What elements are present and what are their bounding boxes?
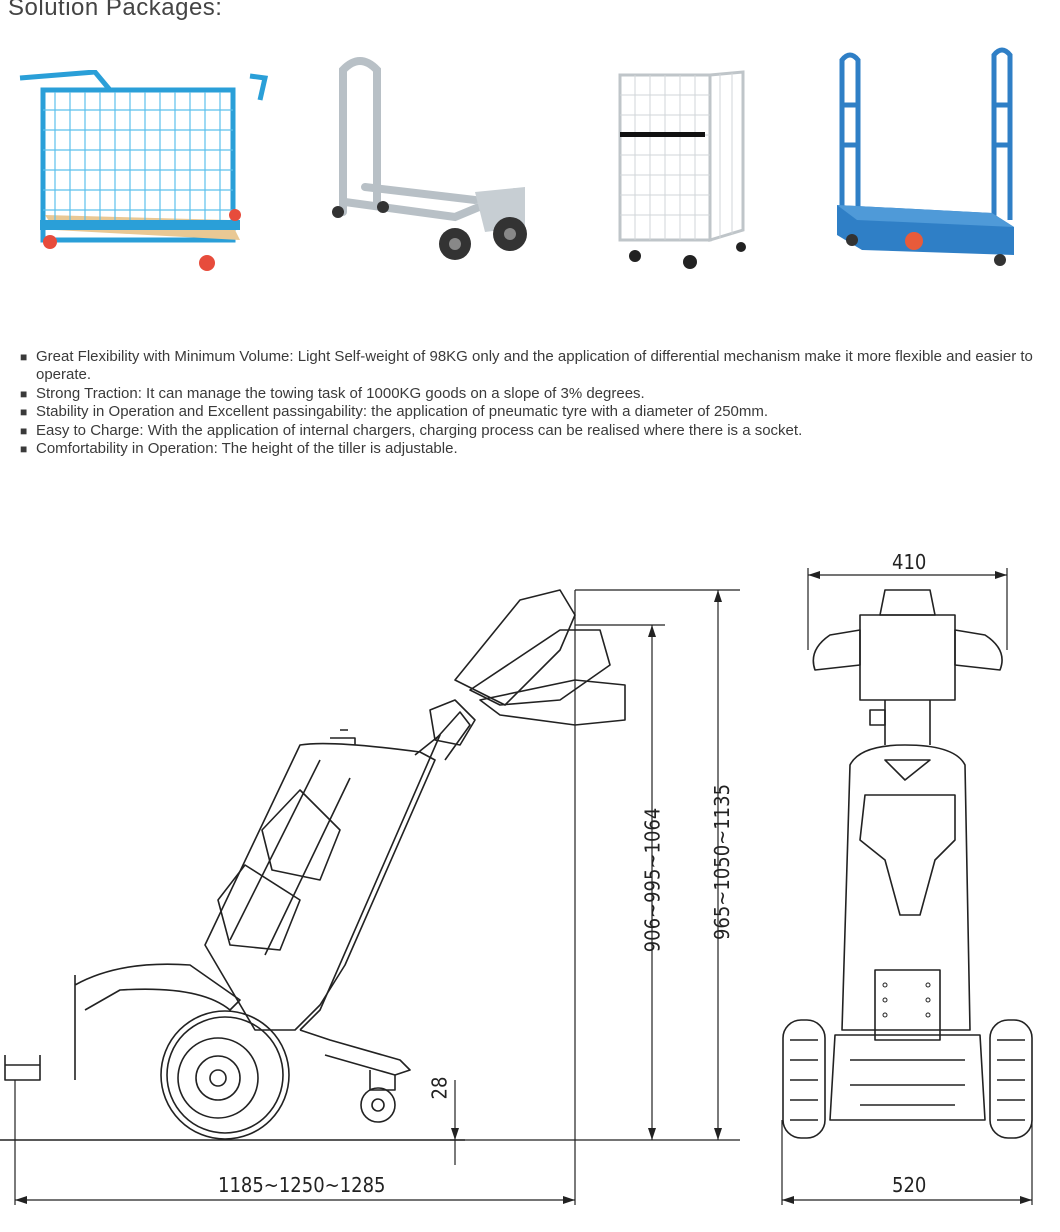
- ground-clearance-label: 28: [427, 1076, 452, 1100]
- hand-truck-image: [332, 57, 527, 260]
- stock-picking-trolley-image: [837, 47, 1014, 266]
- handle-height-outer-label: 965~1050~1135: [710, 783, 735, 941]
- bottom-width-label: 520: [892, 1173, 927, 1197]
- page-title: Solution Packages:: [8, 0, 223, 21]
- feature-item: Comfortability in Operation: The height …: [20, 440, 1040, 459]
- feature-list: Great Flexibility with Minimum Volume: L…: [20, 348, 1040, 459]
- roll-cage-container-image: [618, 70, 746, 269]
- handle-height-inner-label: 906~995~1064: [640, 807, 665, 953]
- feature-item: Stability in Operation and Excellent pas…: [20, 403, 1040, 422]
- feature-item: Strong Traction: It can manage the towin…: [20, 385, 1040, 404]
- feature-item: Great Flexibility with Minimum Volume: L…: [20, 348, 1040, 385]
- length-dimension-label: 1185~1250~1285: [218, 1173, 386, 1197]
- top-width-label: 410: [892, 550, 927, 574]
- mesh-cage-trolley-image: [19, 70, 269, 271]
- feature-item: Easy to Charge: With the application of …: [20, 422, 1040, 441]
